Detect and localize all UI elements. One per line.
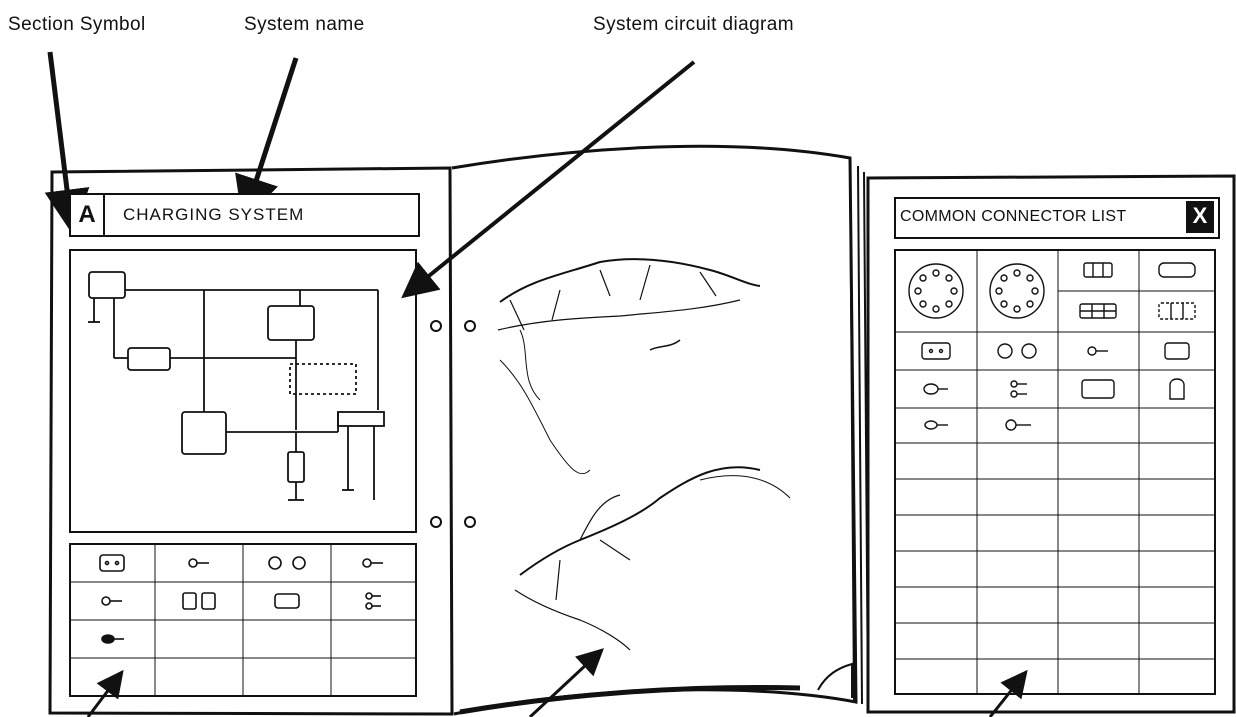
harness-drawing-bottom [514, 466, 791, 651]
right-connector-table [894, 249, 1216, 695]
binder-hole-3 [430, 516, 442, 528]
charging-circuit-schematic [88, 271, 385, 501]
circuit-diagram-box [69, 249, 417, 533]
binder-hole-2 [464, 320, 476, 332]
middle-page-outline [451, 144, 858, 716]
section-symbol-arrow [44, 51, 90, 235]
double-pin-connector-icon [1010, 380, 1027, 398]
system-circuit-diagram-callout: System circuit diagram [593, 14, 794, 35]
curl-corner [817, 662, 853, 698]
small-block-connector-icon [1083, 262, 1113, 278]
system-name-callout: System name [244, 14, 365, 35]
pin-connector-icon [1005, 419, 1031, 431]
section-symbol-callout: Section Symbol [8, 14, 146, 35]
system-title-box: CHARGING SYSTEM [103, 193, 420, 237]
pin-connector-icon [1087, 346, 1108, 356]
dual-round-connector-icon [997, 343, 1037, 359]
pin-connector-icon [101, 596, 122, 606]
pin-connector-icon [924, 420, 948, 430]
binder-hole-1 [430, 320, 442, 332]
common-connector-title-box: COMMON CONNECTOR LIST X [894, 197, 1220, 239]
block-connector-icon [1081, 379, 1115, 399]
flat-connector-icon [1158, 262, 1196, 278]
page-stack-edges [849, 157, 869, 709]
block-connector-icon [1164, 342, 1190, 360]
block-connector-icon [274, 593, 300, 609]
bullet-connector-icon [1169, 378, 1185, 400]
round-multi-pin-connector-icon [989, 263, 1045, 319]
system-circuit-diagram-arrow [401, 60, 696, 299]
binder-hole-4 [464, 516, 476, 528]
right-page-outline [866, 174, 1236, 714]
wide-block-connector-icon [1158, 302, 1196, 320]
section-letter: A [78, 201, 96, 228]
pin-connector-icon [101, 634, 124, 644]
bottom-arrow-middle [528, 648, 604, 717]
wide-block-connector-icon [1079, 303, 1117, 319]
dual-block-connector-icon [182, 592, 216, 610]
section-letter-x: X [1186, 201, 1214, 233]
dual-round-connector-icon [268, 556, 306, 570]
pin-connector-icon [362, 558, 383, 568]
system-title: CHARGING SYSTEM [123, 205, 305, 224]
binding-curve [459, 684, 801, 715]
block-connector-icon [921, 342, 951, 360]
section-symbol-box: A [69, 193, 105, 237]
pin-connector-icon [188, 558, 209, 568]
left-page-outline [48, 166, 454, 716]
left-connector-table [69, 543, 417, 697]
common-connector-title: COMMON CONNECTOR LIST [900, 208, 1127, 225]
round-multi-pin-connector-icon [908, 263, 964, 319]
harness-drawing-top [497, 258, 761, 475]
block-connector-icon [99, 554, 125, 572]
pin-connector-icon [923, 383, 948, 395]
bottom-arrow-left [86, 669, 124, 717]
system-name-arrow [235, 57, 299, 223]
double-pin-connector-icon [365, 592, 381, 610]
